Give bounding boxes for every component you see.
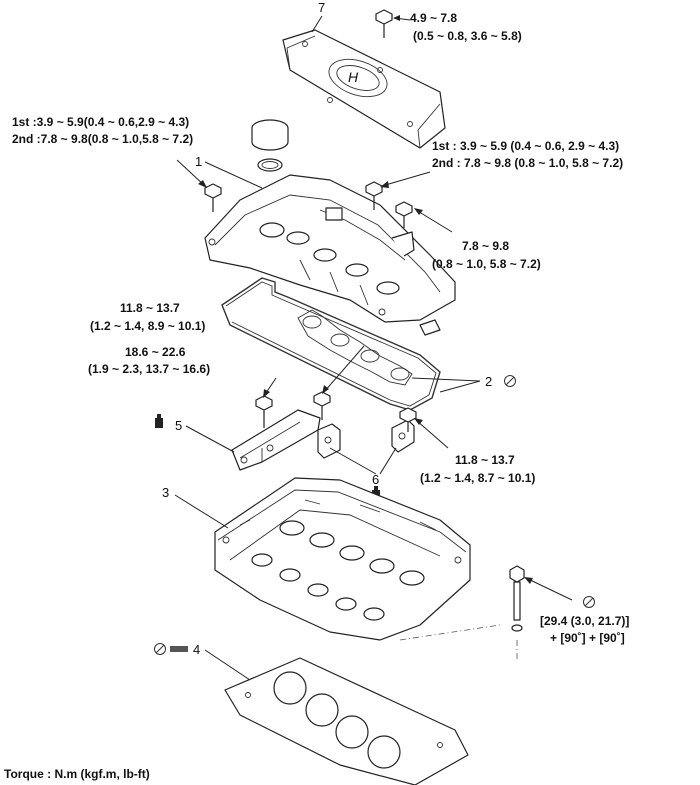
svg-text:7.8 ~ 9.8: 7.8 ~ 9.8 (462, 239, 509, 253)
svg-text:11.8 ~ 13.7: 11.8 ~ 13.7 (455, 453, 515, 467)
svg-text:2nd :7.8 ~ 9.8(0.8 ~ 1.0,5.8 ~: 2nd :7.8 ~ 9.8(0.8 ~ 1.0,5.8 ~ 7.2) (12, 132, 193, 146)
cylinder-head-bolt (509, 565, 525, 632)
svg-text:4.9 ~ 7.8: 4.9 ~ 7.8 (410, 11, 457, 25)
cylinder-head (214, 477, 471, 641)
torque-spec-cam-cap-left: 18.6 ~ 22.6 (1.9 ~ 2.3, 13.7 ~ 16.6) (88, 345, 210, 376)
svg-text:(0.8 ~ 1.0, 5.8 ~ 7.2): (0.8 ~ 1.0, 5.8 ~ 7.2) (432, 257, 541, 271)
callout-4: 4 (193, 642, 200, 657)
head-cover-bolt-right (365, 181, 383, 210)
svg-text:(1.9 ~ 2.3, 13.7 ~ 16.6): (1.9 ~ 2.3, 13.7 ~ 16.6) (88, 362, 210, 376)
torque-spec-cover-bolt: 4.9 ~ 7.8 (0.5 ~ 0.8, 3.6 ~ 5.8) (410, 11, 522, 43)
svg-text:2nd : 7.8 ~ 9.8 (0.8 ~ 1.0, 5.: 2nd : 7.8 ~ 9.8 (0.8 ~ 1.0, 5.8 ~ 7.2) (432, 156, 623, 170)
torque-spec-head-cover-left: 1st :3.9 ~ 5.9(0.4 ~ 0.6,2.9 ~ 4.3) 2nd … (12, 115, 193, 146)
svg-text:[29.4 (3.0, 21.7)]: [29.4 (3.0, 21.7)] (540, 614, 629, 628)
cylinder-head-cover (204, 174, 456, 336)
svg-text:+ [90˚] + [90˚]: + [90˚] + [90˚] (550, 631, 625, 645)
engine-cover: H (282, 29, 446, 149)
cap-bolt-mid (313, 391, 331, 420)
svg-text:(1.2 ~ 1.4, 8.7 ~ 10.1): (1.2 ~ 1.4, 8.7 ~ 10.1) (420, 471, 535, 485)
cap-bolt-right (399, 407, 417, 432)
torque-spec-cam-cap-mid: 11.8 ~ 13.7 (1.2 ~ 1.4, 8.9 ~ 10.1) (90, 301, 205, 333)
torque-spec-head-cover-right: 1st : 3.9 ~ 5.9 (0.4 ~ 0.6, 2.9 ~ 4.3) 2… (432, 139, 623, 170)
svg-text:11.8 ~ 13.7: 11.8 ~ 13.7 (120, 301, 180, 315)
callout-1: 1 (195, 154, 202, 169)
torque-spec-breather-bolt: 7.8 ~ 9.8 (0.8 ~ 1.0, 5.8 ~ 7.2) (432, 239, 541, 271)
spark-plug-gaskets (297, 309, 413, 386)
dowel-pin-icon (170, 646, 188, 652)
callout-5: 5 (175, 418, 182, 433)
cover-bolt (375, 9, 393, 38)
do-not-reuse-icon-gasket (154, 643, 166, 655)
cylinder-head-gasket (224, 657, 469, 785)
camshaft-bearing-cap-5 (231, 409, 321, 471)
callout-6: 6 (372, 472, 379, 487)
torque-spec-head-bolt: [29.4 (3.0, 21.7)] + [90˚] + [90˚] (540, 614, 629, 645)
torque-spec-cam-cap-right: 11.8 ~ 13.7 (1.2 ~ 1.4, 8.7 ~ 10.1) (420, 453, 535, 485)
head-cover-gasket (221, 277, 441, 411)
svg-text:(0.5 ~ 0.8, 3.6 ~ 5.8): (0.5 ~ 0.8, 3.6 ~ 5.8) (413, 29, 522, 43)
camshaft-bearing-cap-6b (391, 419, 415, 453)
callout-7: 7 (318, 0, 325, 15)
camshaft-bearing-cap-6a (317, 423, 341, 459)
svg-text:H: H (348, 69, 359, 85)
callout-2: 2 (485, 374, 492, 389)
cap-bolt-left (255, 395, 273, 428)
oil-filler-cap (251, 119, 289, 172)
torque-units-footer: Torque : N.m (kgf.m, lb-ft) (4, 767, 150, 781)
svg-text:1st : 3.9 ~ 5.9 (0.4 ~ 0.6, 2: 1st : 3.9 ~ 5.9 (0.4 ~ 0.6, 2.9 ~ 4.3) (432, 139, 619, 153)
apply-sealant-icon-5 (155, 414, 163, 428)
do-not-reuse-icon (504, 375, 516, 387)
callout-3: 3 (162, 485, 169, 500)
svg-text:1st :3.9 ~ 5.9(0.4 ~ 0.6,2.9 ~: 1st :3.9 ~ 5.9(0.4 ~ 0.6,2.9 ~ 4.3) (12, 115, 189, 129)
svg-text:18.6 ~ 22.6: 18.6 ~ 22.6 (125, 345, 186, 359)
breather-bracket-bolt (391, 201, 415, 257)
do-not-reuse-icon-head-bolt (583, 596, 595, 608)
svg-text:(1.2 ~ 1.4, 8.9 ~ 10.1): (1.2 ~ 1.4, 8.9 ~ 10.1) (90, 319, 205, 333)
head-cover-bolt-left (204, 183, 222, 212)
